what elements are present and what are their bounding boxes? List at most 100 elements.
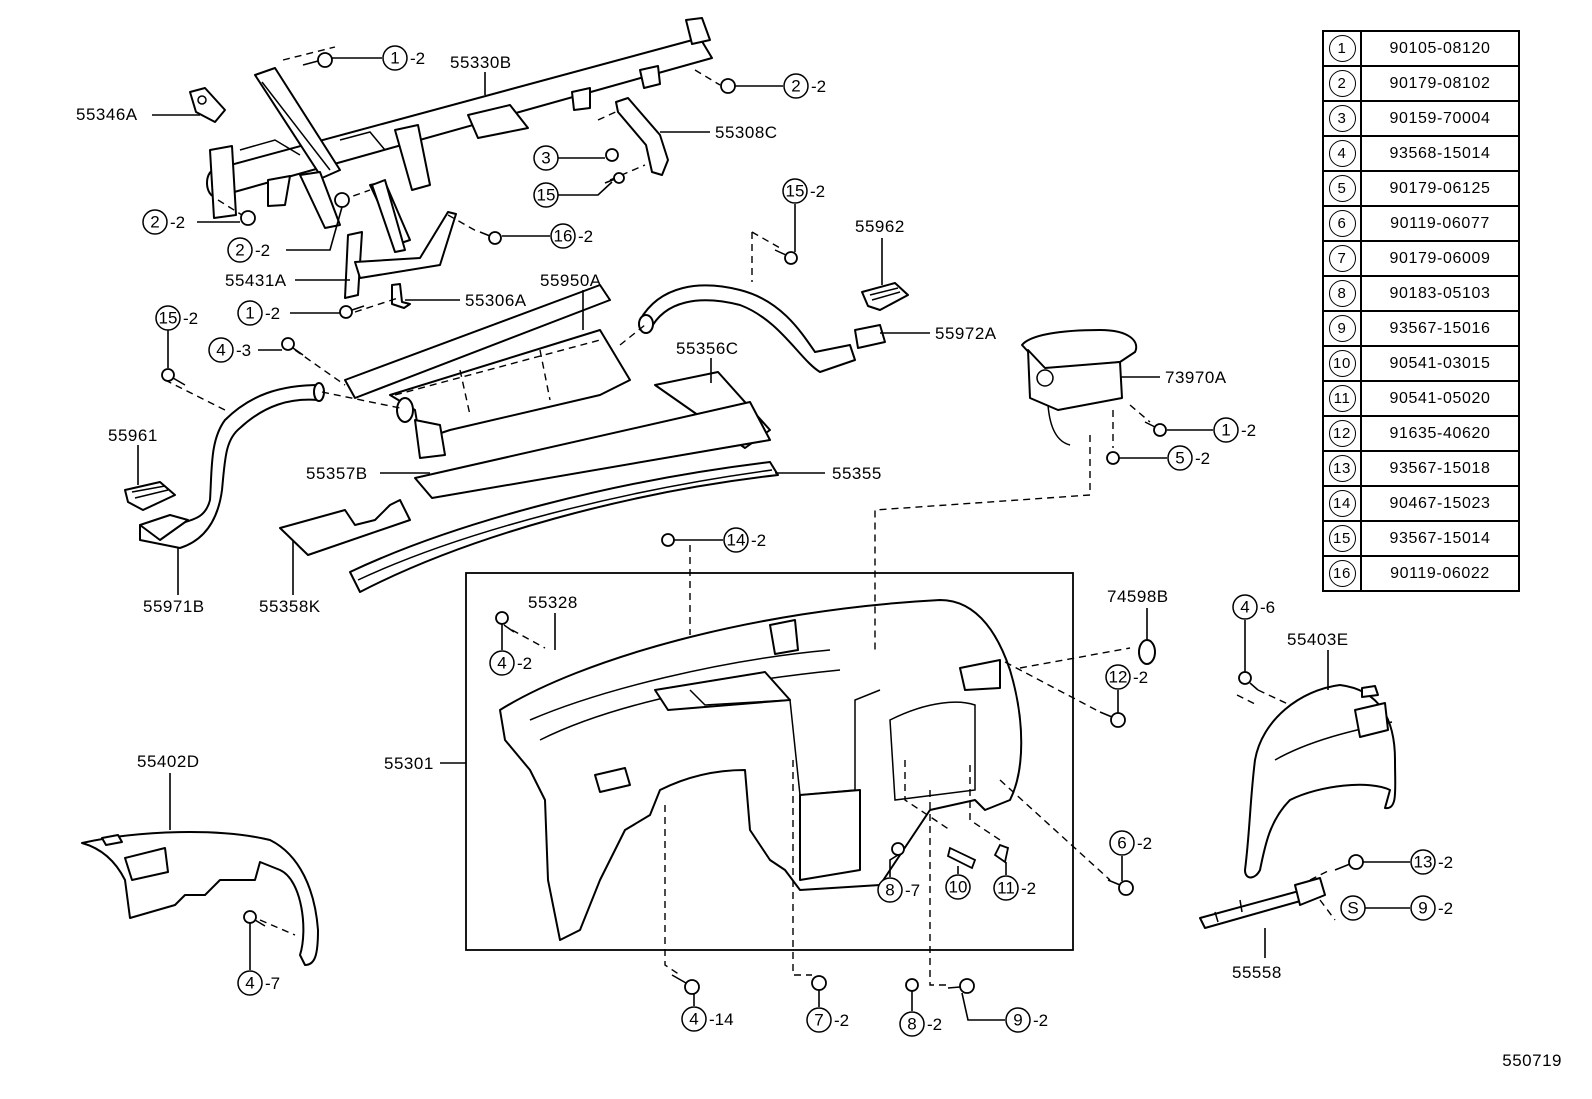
- label-55330b: 55330B: [450, 53, 512, 72]
- screw-icon: [774, 249, 798, 265]
- bracket-55346a[interactable]: [189, 87, 226, 123]
- insulator-55357b[interactable]: [414, 401, 771, 499]
- instrument-panel-group-frame: [465, 572, 1074, 951]
- legend-part-number: 93567-15014: [1360, 520, 1520, 557]
- ref-badge: 4: [1328, 140, 1356, 167]
- svg-text:4: 4: [497, 654, 506, 673]
- ref-badge: 15: [1328, 525, 1356, 552]
- legend-part-number: 93568-15014: [1360, 135, 1520, 172]
- instrument-panel-55301[interactable]: [499, 599, 1023, 941]
- bracket-55431a[interactable]: [344, 179, 457, 299]
- legend-ref: 5: [1322, 170, 1362, 207]
- label-73970a: 73970A: [1165, 368, 1227, 387]
- retainer-55355[interactable]: [349, 461, 779, 593]
- label-55357b: 55357B: [306, 464, 368, 483]
- side-duct-55971b[interactable]: [139, 382, 325, 549]
- svg-text:-2: -2: [170, 213, 185, 232]
- side-panel-55403e[interactable]: [1244, 684, 1397, 879]
- svg-text:-2: -2: [1137, 834, 1152, 853]
- svg-text:-2: -2: [1438, 853, 1453, 872]
- bracket-55558[interactable]: [1199, 877, 1326, 929]
- callout: 2-2: [142, 209, 240, 235]
- callout: 4-3: [208, 337, 282, 363]
- legend-part-number: 90541-03015: [1360, 345, 1520, 382]
- svg-text:-14: -14: [709, 1010, 734, 1029]
- ref-badge: 14: [1328, 490, 1356, 517]
- legend-part-number: 90159-70004: [1360, 100, 1520, 137]
- label-55403e: 55403E: [1287, 630, 1349, 649]
- legend-ref: 15: [1322, 520, 1362, 557]
- bolt-icon: [1334, 854, 1364, 871]
- svg-text:12: 12: [1109, 668, 1128, 687]
- legend-part-number: 91635-40620: [1360, 415, 1520, 452]
- callout: 9-2: [961, 992, 1048, 1033]
- bracket-55308c[interactable]: [615, 97, 669, 176]
- legend-ref: 3: [1322, 100, 1362, 137]
- defroster-duct-55950a[interactable]: [344, 284, 631, 459]
- legend-part-number: 90179-08102: [1360, 65, 1520, 102]
- svg-text:-2: -2: [255, 241, 270, 260]
- legend-part-number: 90119-06077: [1360, 205, 1520, 242]
- legend-part-number: 93567-15018: [1360, 450, 1520, 487]
- svg-text:14: 14: [727, 531, 746, 550]
- callout: 16-2: [502, 223, 593, 249]
- glove-box-73970a[interactable]: [1021, 329, 1138, 446]
- reference-callouts: 1-2 2-2 3 15 2-2 2-2 16-2 15-2 1-2 15-2 …: [142, 45, 1453, 1037]
- svg-text:2: 2: [235, 241, 244, 260]
- svg-text:11: 11: [997, 879, 1015, 898]
- callout: 1-2: [332, 45, 425, 71]
- cap-74598b[interactable]: [1138, 639, 1156, 665]
- callout: 9-2: [1410, 895, 1453, 921]
- legend-ref: 10: [1322, 345, 1362, 382]
- legend-ref: 16: [1322, 555, 1362, 592]
- legend-part-number: 90467-15023: [1360, 485, 1520, 522]
- legend-part-number: 90105-08120: [1360, 30, 1520, 67]
- ref-badge: 12: [1328, 420, 1356, 447]
- svg-text:-2: -2: [578, 227, 593, 246]
- bracket-55306a[interactable]: [391, 283, 411, 309]
- label-55308c: 55308C: [715, 123, 778, 142]
- legend-ref: 12: [1322, 415, 1362, 452]
- legend-ref: 4: [1322, 135, 1362, 172]
- callout: 4-6: [1232, 594, 1275, 672]
- side-panel-55402d[interactable]: [81, 831, 319, 966]
- callout: 2-2: [735, 73, 826, 99]
- svg-text:-2: -2: [834, 1011, 849, 1030]
- label-55558: 55558: [1232, 963, 1282, 982]
- register-55962[interactable]: [861, 282, 909, 311]
- legend-part-number: 90541-05020: [1360, 380, 1520, 417]
- register-55961[interactable]: [124, 481, 176, 511]
- callout: 11-2: [993, 862, 1036, 901]
- svg-text:15: 15: [159, 309, 178, 328]
- svg-text:7: 7: [814, 1011, 823, 1030]
- callout: 1-2: [237, 300, 340, 326]
- svg-text:6: 6: [1117, 834, 1126, 853]
- svg-text:9: 9: [1418, 899, 1427, 918]
- svg-text:4: 4: [216, 341, 225, 360]
- side-duct-55972a[interactable]: [638, 284, 886, 373]
- screw-icon: [495, 611, 515, 633]
- legend-part-number: 90179-06125: [1360, 170, 1520, 207]
- screw-icon: [479, 231, 502, 245]
- label-55358k: 55358K: [259, 597, 321, 616]
- callout: 4 -2: [489, 624, 532, 676]
- ref-badge: 3: [1328, 105, 1356, 132]
- insulator-55358k[interactable]: [279, 499, 411, 556]
- part-leaders: [137, 72, 1329, 958]
- ref-badge: 16: [1328, 560, 1356, 587]
- legend-part-number: 90179-06009: [1360, 240, 1520, 277]
- svg-text:-7: -7: [905, 881, 920, 900]
- callout: 15: [533, 181, 613, 208]
- callout: 6 -2: [1109, 830, 1152, 881]
- clip-icon: [605, 148, 619, 162]
- screw-icon: [161, 368, 186, 386]
- svg-text:-2: -2: [751, 531, 766, 550]
- svg-text:4: 4: [1240, 598, 1249, 617]
- svg-text:15: 15: [786, 182, 805, 201]
- label-55971b: 55971B: [143, 597, 205, 616]
- svg-text:-2: -2: [517, 654, 532, 673]
